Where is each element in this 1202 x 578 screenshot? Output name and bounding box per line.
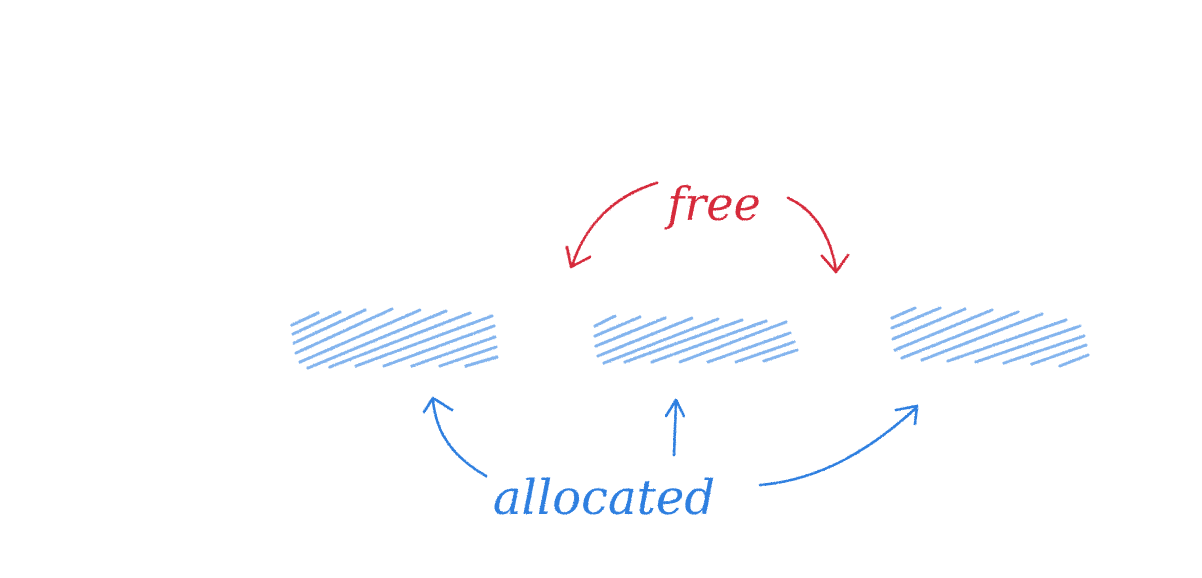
allocated-block-1 — [290, 307, 499, 370]
allocated-arrow-middle — [664, 398, 686, 457]
allocated-label: allocated — [493, 470, 715, 526]
allocated-block-3 — [890, 306, 1090, 368]
allocated-arrow-right — [758, 404, 919, 487]
free-arrow-right — [786, 196, 850, 274]
allocated-arrow-left — [422, 396, 488, 478]
free-label: free — [664, 177, 760, 231]
allocated-block-2 — [593, 314, 799, 365]
free-arrow-left — [565, 181, 659, 269]
